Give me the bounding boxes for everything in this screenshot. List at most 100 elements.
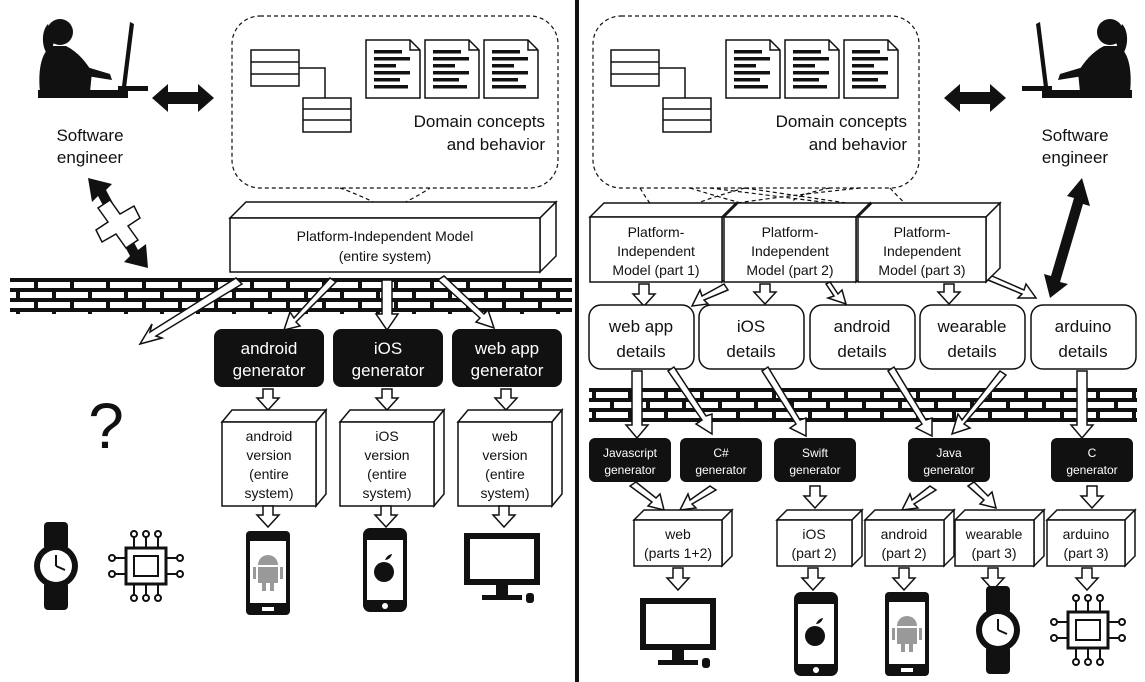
generator-label: generator [352,361,425,380]
double-arrow-icon [152,84,214,112]
abstraction-wall [589,388,1137,422]
output-label: system) [363,485,412,501]
right-panel: Domain concepts and behavior Software en… [588,15,1137,676]
generator-label: generator [604,463,655,477]
pim-label: Model (part 1) [612,262,699,278]
android-output-box: android (part 2) [863,508,956,568]
smartwatch-icon [975,585,1021,675]
output-label: (part 3) [971,545,1016,561]
generator-label: android [241,339,298,358]
web-version-box: web version (entire system) [456,407,564,509]
domain-label: Domain concepts [414,112,545,131]
pim-box: Platform-Independent Model (entire syste… [228,200,558,274]
wearable-output-box: wearable (part 3) [953,508,1046,568]
details-label: details [837,342,886,361]
pim-to-details-arrows [631,275,1038,308]
double-arrow-icon [1044,178,1090,298]
engineer-label: Software [1041,126,1108,145]
generator-label: C [1088,446,1097,460]
output-label: version [482,447,527,463]
generator-label: Swift [802,446,829,460]
arrow-to-web-generator [436,275,496,330]
document-icon [784,39,840,99]
pim-label: Platform-Independent Model [297,228,474,244]
down-arrow-icon [255,388,281,412]
arrow-to-android-generator [282,277,338,332]
web-output-box: web (parts 1+2) [632,508,734,568]
microcontroller-chip-icon [1049,593,1127,667]
document-icon [424,39,480,99]
pim-label: Platform- [894,224,951,240]
details-label: android [834,317,891,336]
android-generator: android generator [214,329,324,387]
details-label: iOS [737,317,765,336]
down-arrow-icon [373,505,399,529]
csharp-generator: C# generator [680,438,762,482]
output-label: android [246,428,293,444]
output-label: arduino [1063,526,1110,542]
domain-label: and behavior [809,135,908,154]
double-arrow-icon [944,84,1006,112]
generator-label: generator [233,361,306,380]
microcontroller-chip-icon [107,529,185,603]
pim-part-1-box: Platform- Independent Model (part 1) [588,201,738,284]
software-engineer-icon [1022,19,1132,98]
web-app-details-box: web app details [588,304,695,370]
pim-label: Independent [617,243,695,259]
uml-diagram-icon [250,49,352,133]
ios-output-box: iOS (part 2) [775,508,864,568]
details-label: details [1058,342,1107,361]
document-icon [365,39,421,99]
output-label: version [246,447,291,463]
details-label: wearable [937,317,1007,336]
output-label: (part 2) [881,545,926,561]
pim-part-3-box: Platform- Independent Model (part 3) [856,201,1002,284]
details-label: details [726,342,775,361]
left-panel: Software engineer Domain concepts and be… [10,15,572,615]
pim-label: Model (part 3) [878,262,965,278]
document-icon [843,39,899,99]
swift-generator: Swift generator [774,438,856,482]
details-label: details [616,342,665,361]
domain-concepts-cloud [592,15,920,189]
javascript-generator: Javascript generator [589,438,671,482]
generator-label: Javascript [603,446,658,460]
generator-label: generator [1066,463,1117,477]
abstraction-wall [10,278,572,314]
output-label: (entire [367,466,407,482]
output-label: (part 3) [1063,545,1108,561]
pim-label: Independent [883,243,961,259]
output-label: web [491,428,518,444]
generator-label: generator [923,463,974,477]
pim-label: Independent [751,243,829,259]
domain-label: Domain concepts [776,112,907,131]
pim-label: Platform- [628,224,685,240]
output-label: (parts 1+2) [644,545,712,561]
arduino-output-box: arduino (part 3) [1045,508,1137,568]
down-arrow-icon [374,388,400,412]
ios-version-box: iOS version (entire system) [338,407,446,509]
java-generator: Java generator [908,438,990,482]
generator-label: iOS [374,339,402,358]
engineer-label: engineer [57,148,124,167]
domain-label: and behavior [447,135,546,154]
ios-generator: iOS generator [333,329,443,387]
output-label: (entire [249,466,289,482]
output-label: android [881,526,928,542]
output-label: wearable [965,526,1023,542]
document-icon [483,39,539,99]
details-to-generator-arrows [624,365,1095,440]
details-label: arduino [1055,317,1112,336]
desktop-monitor-icon [640,598,716,668]
output-label: web [664,526,691,542]
software-engineer-icon [38,19,148,98]
generator-label: C# [713,446,729,460]
output-label: iOS [802,526,825,542]
generator-label: generator [695,463,746,477]
output-label: version [364,447,409,463]
smartwatch-icon [33,521,79,611]
down-arrow-icon [255,505,281,529]
pim-label: Platform- [762,224,819,240]
android-details-box: android details [809,304,916,370]
